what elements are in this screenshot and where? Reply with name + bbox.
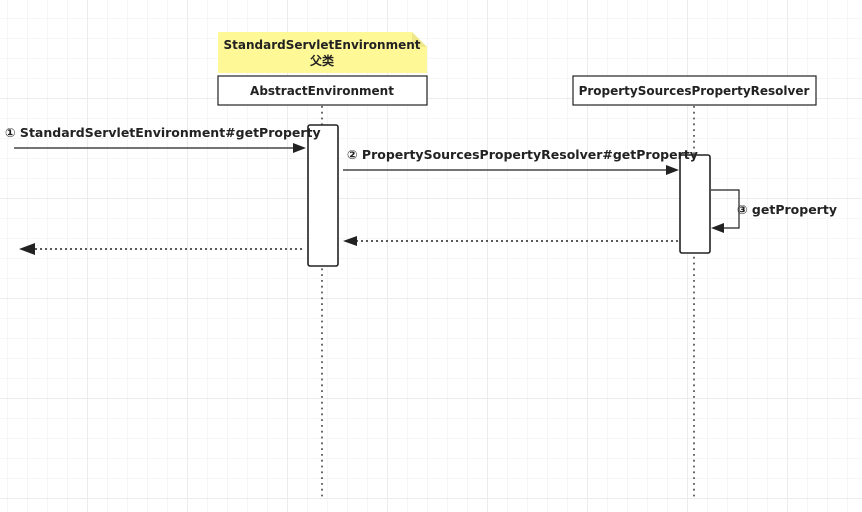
note-title: StandardServletEnvironment xyxy=(223,38,420,52)
message-3-self-call[interactable] xyxy=(711,189,740,233)
abstract-environment-label: AbstractEnvironment xyxy=(250,84,394,98)
resolver-activation[interactable] xyxy=(679,154,711,254)
return-1-arrow[interactable] xyxy=(19,243,302,255)
abstract-environment-activation[interactable] xyxy=(307,124,339,267)
resolver-label: PropertySourcesPropertyResolver xyxy=(579,84,810,98)
message-1-arrow[interactable] xyxy=(14,143,306,153)
message-3-label: ③ getProperty xyxy=(737,202,837,217)
abstract-environment-participant[interactable]: AbstractEnvironment xyxy=(217,75,428,106)
resolver-participant[interactable]: PropertySourcesPropertyResolver xyxy=(572,75,817,106)
parent-class-note[interactable]: StandardServletEnvironment 父类 xyxy=(218,32,427,73)
message-1-label: ① StandardServletEnvironment#getProperty xyxy=(5,125,321,140)
return-2-arrow[interactable] xyxy=(343,236,678,246)
note-subtitle: 父类 xyxy=(309,53,335,68)
message-2-arrow[interactable] xyxy=(343,165,679,175)
message-2-label: ② PropertySourcesPropertyResolver#getPro… xyxy=(347,147,698,162)
